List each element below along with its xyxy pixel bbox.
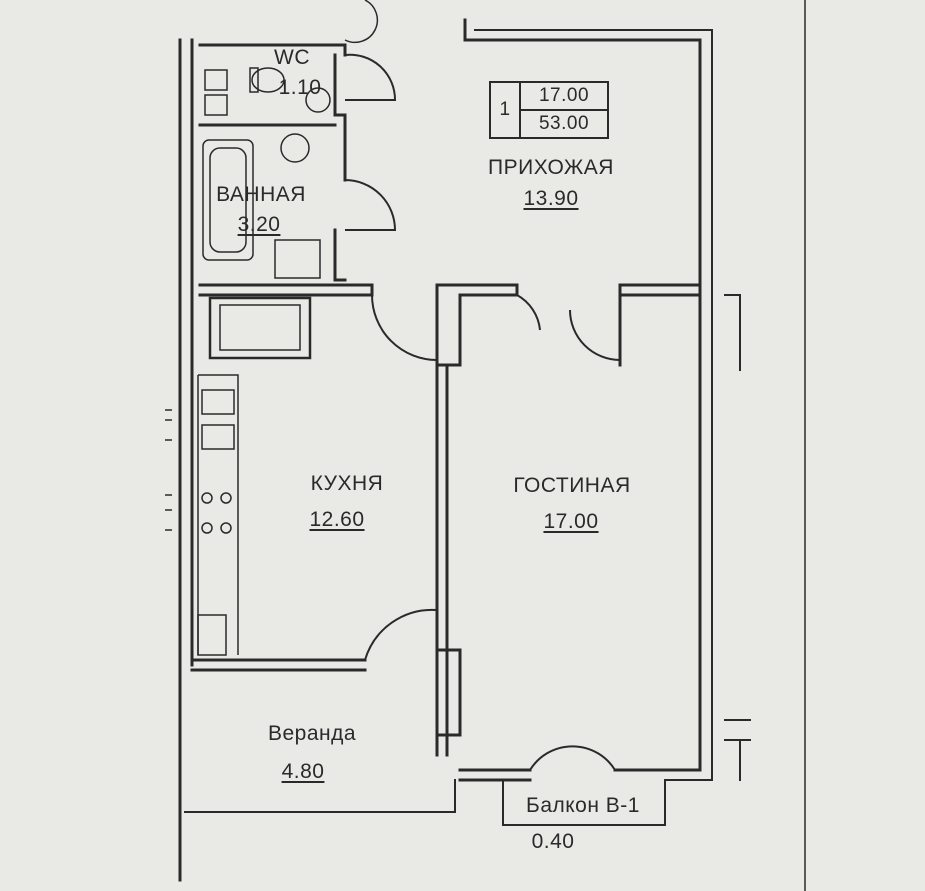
hall-living-wall-right <box>618 283 702 367</box>
kitchen-niche-inner <box>219 304 301 351</box>
room-living-area: 17.00 <box>543 510 599 533</box>
wc-sink <box>305 87 331 113</box>
kitchen-sink-2 <box>201 424 235 450</box>
outer-wall-right <box>463 18 702 772</box>
toilet-tank <box>249 67 259 93</box>
door-swing-kitchen <box>371 294 438 361</box>
door-swing-balcony <box>529 745 616 771</box>
room-hall-area: 13.90 <box>523 187 579 210</box>
rooms-count: 1 <box>499 99 511 120</box>
door-swing-entry <box>344 53 397 101</box>
stove-burner-4 <box>220 522 232 534</box>
room-veranda-area: 4.80 <box>281 760 325 783</box>
door-swing-bath <box>344 179 397 231</box>
bath-kitchen-wall <box>198 283 374 297</box>
room-wc-name: WC <box>274 46 310 69</box>
living-bottom-edge <box>458 768 667 782</box>
door-swing-living-2 <box>569 309 621 361</box>
toilet-bowl <box>251 67 285 93</box>
bathtub-inner <box>209 147 247 253</box>
bath-right-wall <box>333 228 347 282</box>
radiator-left-1 <box>165 409 172 441</box>
stove-burner-3 <box>201 522 213 534</box>
wc-top-wall <box>198 43 347 57</box>
shower-tray <box>274 239 321 279</box>
door-swing-veranda <box>364 608 438 661</box>
outer-wall-right-inner <box>474 29 713 781</box>
room-kitchen-name: КУХНЯ <box>310 472 384 495</box>
fridge <box>197 614 227 656</box>
kitchen-bottom-wall <box>190 658 367 672</box>
bath-sink <box>280 133 310 163</box>
room-balcony-area: 0.40 <box>531 830 575 853</box>
room-veranda-name: Веранда <box>267 722 357 745</box>
right-wall-stub-lower <box>724 719 751 781</box>
bathtub <box>202 139 254 261</box>
living-area: 17.00 <box>538 85 590 106</box>
kitchen-sink-1 <box>201 389 235 415</box>
kitchen-niche <box>208 296 312 360</box>
hall-living-wall <box>435 283 519 367</box>
kitchen-counter <box>197 374 239 655</box>
stove-burner-1 <box>201 492 213 504</box>
right-wall-stub <box>724 294 741 371</box>
radiator-left-2 <box>165 494 172 531</box>
room-living-name: ГОСТИНАЯ <box>513 474 631 497</box>
stove-burner-2 <box>220 492 232 504</box>
room-bath-name: ВАННАЯ <box>216 183 306 206</box>
door-swing-living <box>516 294 541 331</box>
wc-shelf-2 <box>204 94 228 116</box>
living-bottom-wall <box>435 648 462 737</box>
door-swing-top <box>344 0 379 44</box>
room-kitchen-area: 12.60 <box>309 508 365 531</box>
room-bath-area: 3.20 <box>237 213 281 236</box>
total-area: 53.00 <box>538 113 590 134</box>
wc-right-wall <box>333 53 347 182</box>
veranda-frame <box>184 779 456 813</box>
wc-shelf-1 <box>204 69 228 91</box>
balcony-frame <box>502 779 666 826</box>
room-balcony-name: Балкон В-1 <box>526 794 640 817</box>
room-wc-area: 1.10 <box>278 76 322 99</box>
room-hall-name: ПРИХОЖАЯ <box>488 156 614 179</box>
